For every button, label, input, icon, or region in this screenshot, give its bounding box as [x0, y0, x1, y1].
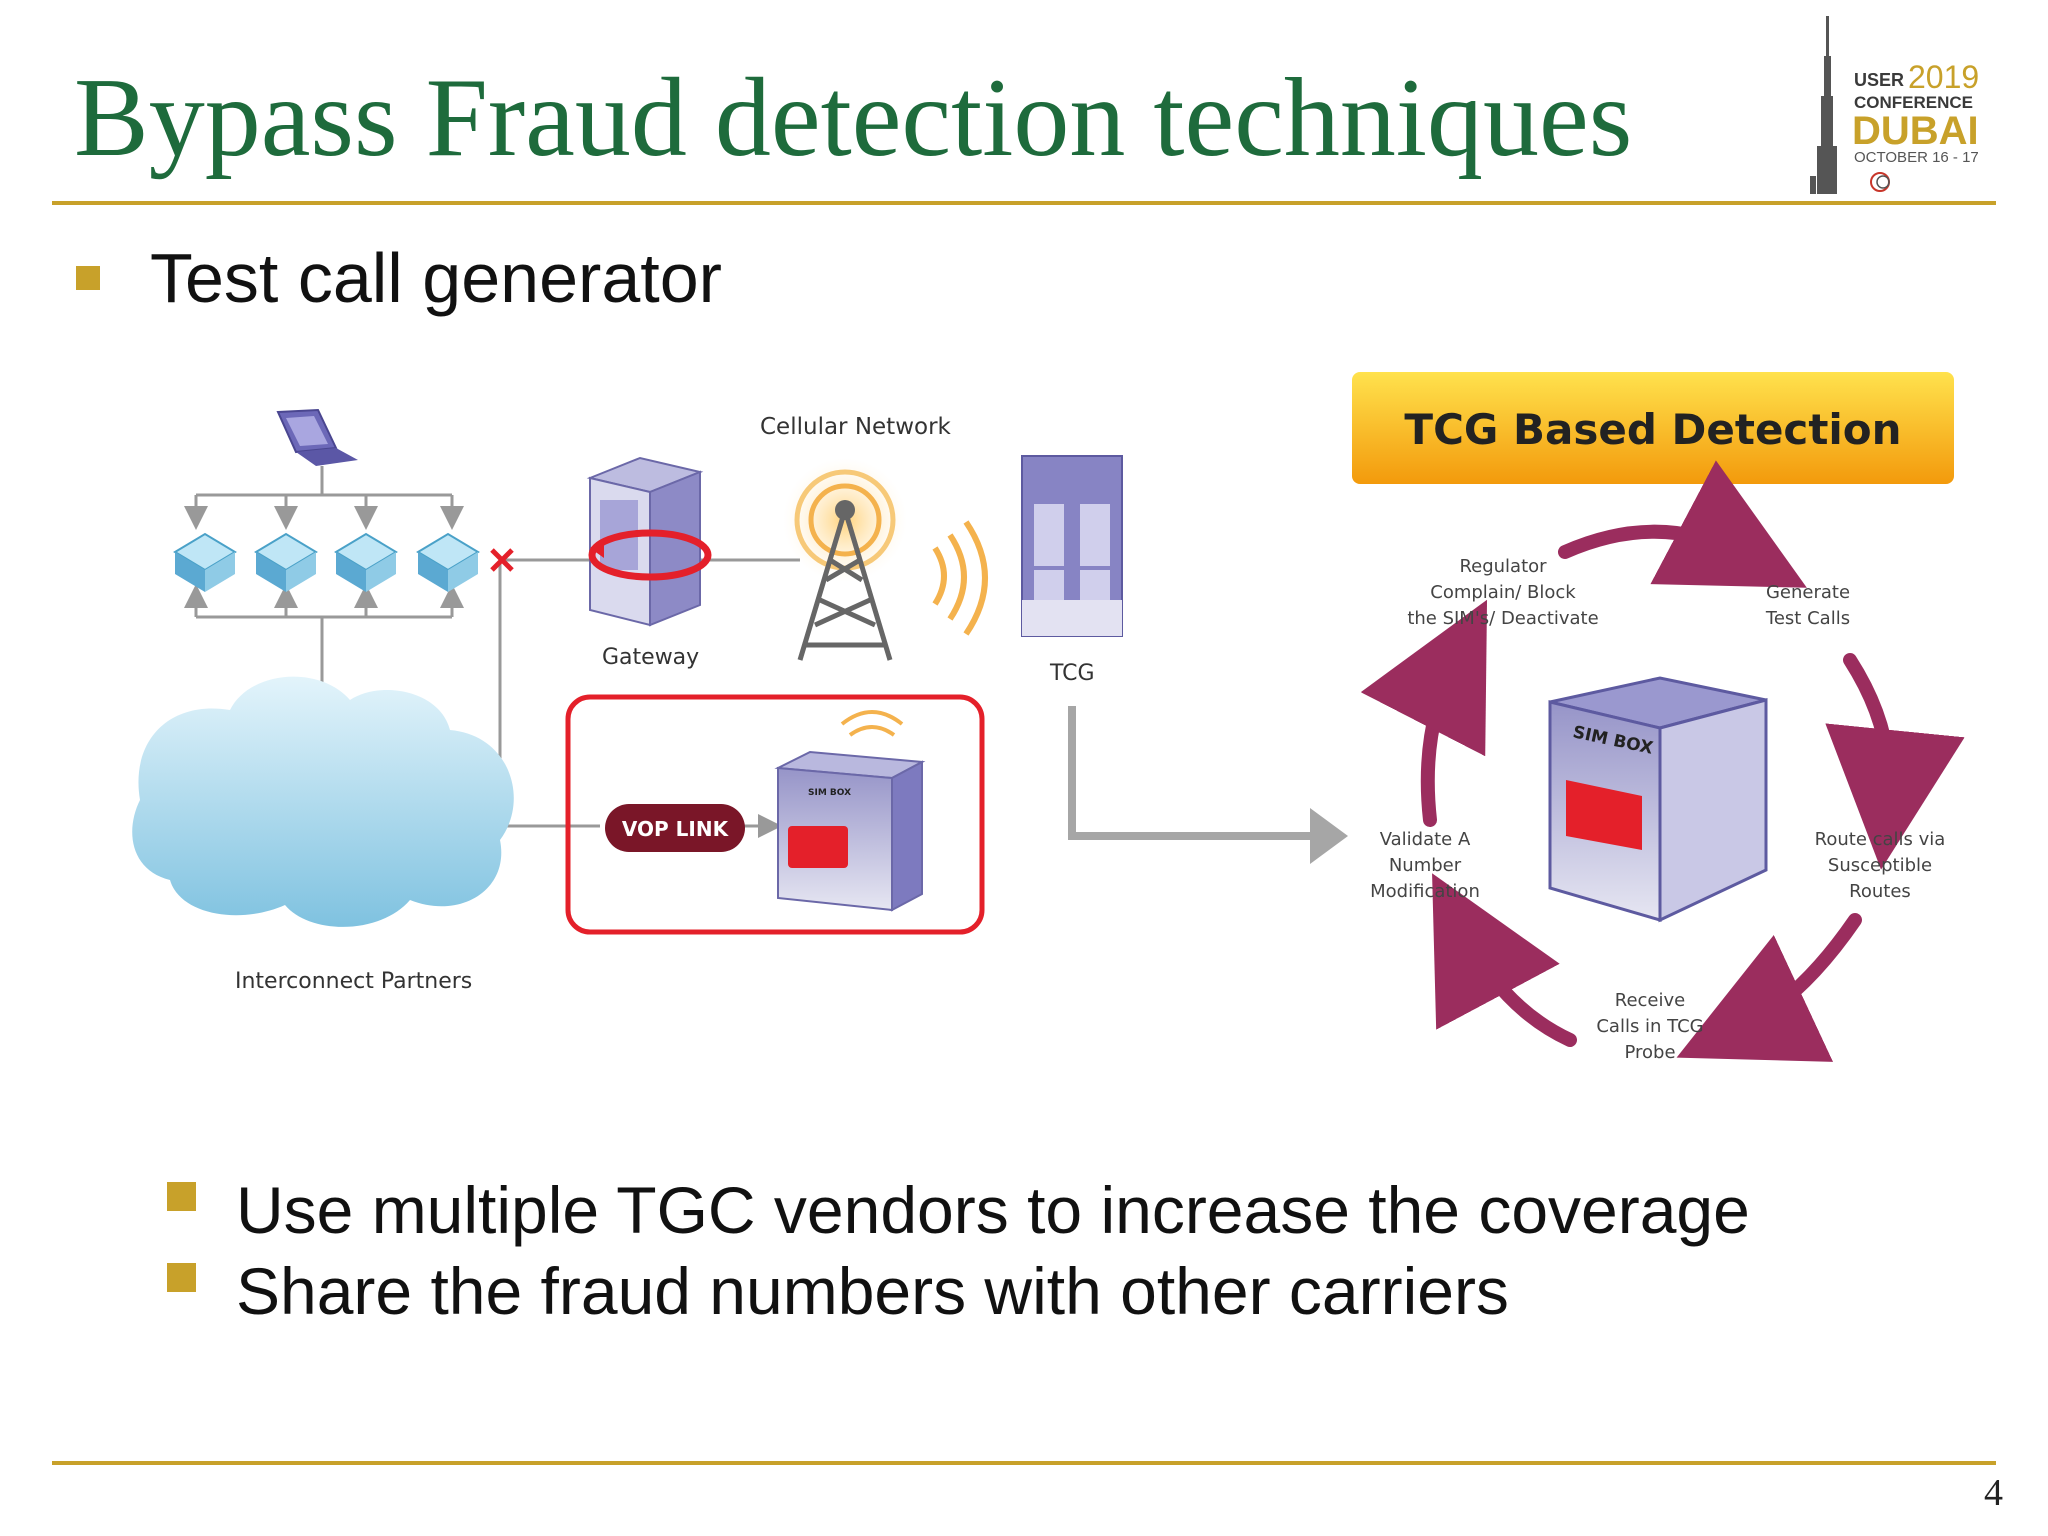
- server-icon: [416, 532, 480, 592]
- simbox-small-icon: SIM BOX: [774, 750, 926, 912]
- cellular-network-label: Cellular Network: [760, 414, 952, 440]
- gateway-label: Gateway: [602, 645, 699, 670]
- server-tree-lines: [184, 466, 800, 838]
- cycle-route-line2: Susceptible: [1828, 855, 1932, 876]
- cloud-icon: [132, 676, 514, 927]
- cycle-receive-line2: Calls in TCG: [1596, 1016, 1703, 1037]
- logo-city: DUBAI: [1852, 109, 1979, 153]
- cycle-regulator-line1: Regulator: [1459, 556, 1547, 577]
- bullet-text: Use multiple TGC vendors to increase the…: [236, 1173, 1750, 1247]
- bullet-text: Test call generator: [150, 239, 722, 317]
- cycle-route-line1: Route calls via: [1815, 829, 1946, 850]
- server-icon: [334, 532, 398, 592]
- detection-title: TCG Based Detection: [1404, 405, 1901, 454]
- gateway-icon: [586, 456, 712, 627]
- simbox-large-icon: SIM BOX: [1548, 676, 1768, 923]
- tower-icon: [1810, 16, 1837, 194]
- conference-logo: USER 2019 CONFERENCE DUBAI OCTOBER 16 - …: [1810, 16, 1979, 194]
- server-icon: [254, 532, 318, 592]
- cycle-route-line3: Routes: [1849, 881, 1911, 902]
- logo-year: 2019: [1908, 59, 1979, 95]
- cycle-regulator-line3: the SIM's/ Deactivate: [1407, 608, 1598, 629]
- logo-conference: CONFERENCE: [1854, 93, 1973, 112]
- signal-waves-icon: [932, 520, 988, 636]
- vop-link-pill: VOP LINK: [605, 804, 745, 852]
- cell-tower-icon: [783, 458, 907, 661]
- logo-dates: OCTOBER 16 - 17: [1854, 149, 1979, 166]
- bullet-marker: [76, 266, 100, 290]
- cycle-receive-line1: Receive: [1615, 990, 1685, 1011]
- bullet-marker: [167, 1262, 196, 1292]
- simbox-highlight-frame: [565, 694, 985, 935]
- cycle-regulator-line2: Complain/ Block: [1430, 582, 1576, 603]
- cycle-validate-line1: Validate A: [1380, 829, 1471, 850]
- sub-bullet-share: Share the fraud numbers with other carri…: [167, 1253, 1509, 1329]
- cycle-validate-line2: Number: [1389, 855, 1462, 876]
- tcg-device-icon: [1021, 455, 1123, 637]
- server-icon: [173, 532, 237, 592]
- cycle-arrows: [1360, 460, 1965, 1062]
- blocked-x-icon: [490, 548, 514, 572]
- cycle-generate-line1: Generate: [1766, 582, 1850, 603]
- slide-title: Bypass Fraud detection techniques: [74, 56, 1633, 180]
- laptop-icon: [276, 408, 358, 466]
- footer-rule: [52, 1461, 1996, 1465]
- small-signal-icon: [840, 710, 904, 737]
- logo-user: USER: [1854, 70, 1904, 90]
- cycle-generate-line2: Test Calls: [1765, 608, 1850, 629]
- simbox-small-label: SIM BOX: [808, 788, 851, 798]
- vop-link-label: VOP LINK: [622, 817, 730, 841]
- tcg-to-detection-arrow: [1068, 706, 1348, 864]
- page-number: 4: [1984, 1472, 2003, 1514]
- interconnect-partners-label: Interconnect Partners: [235, 969, 472, 994]
- bullet-test-call-generator: Test call generator: [76, 238, 722, 318]
- detection-banner: TCG Based Detection: [1352, 372, 1954, 484]
- sub-bullet-vendors: Use multiple TGC vendors to increase the…: [167, 1172, 1750, 1248]
- bullet-marker: [167, 1181, 196, 1211]
- bullet-text: Share the fraud numbers with other carri…: [236, 1254, 1509, 1328]
- cycle-receive-line3: Probe: [1624, 1042, 1675, 1063]
- title-underline: [52, 201, 1996, 205]
- tcg-label: TCG: [1049, 661, 1095, 686]
- cycle-validate-line3: Modification: [1370, 881, 1480, 902]
